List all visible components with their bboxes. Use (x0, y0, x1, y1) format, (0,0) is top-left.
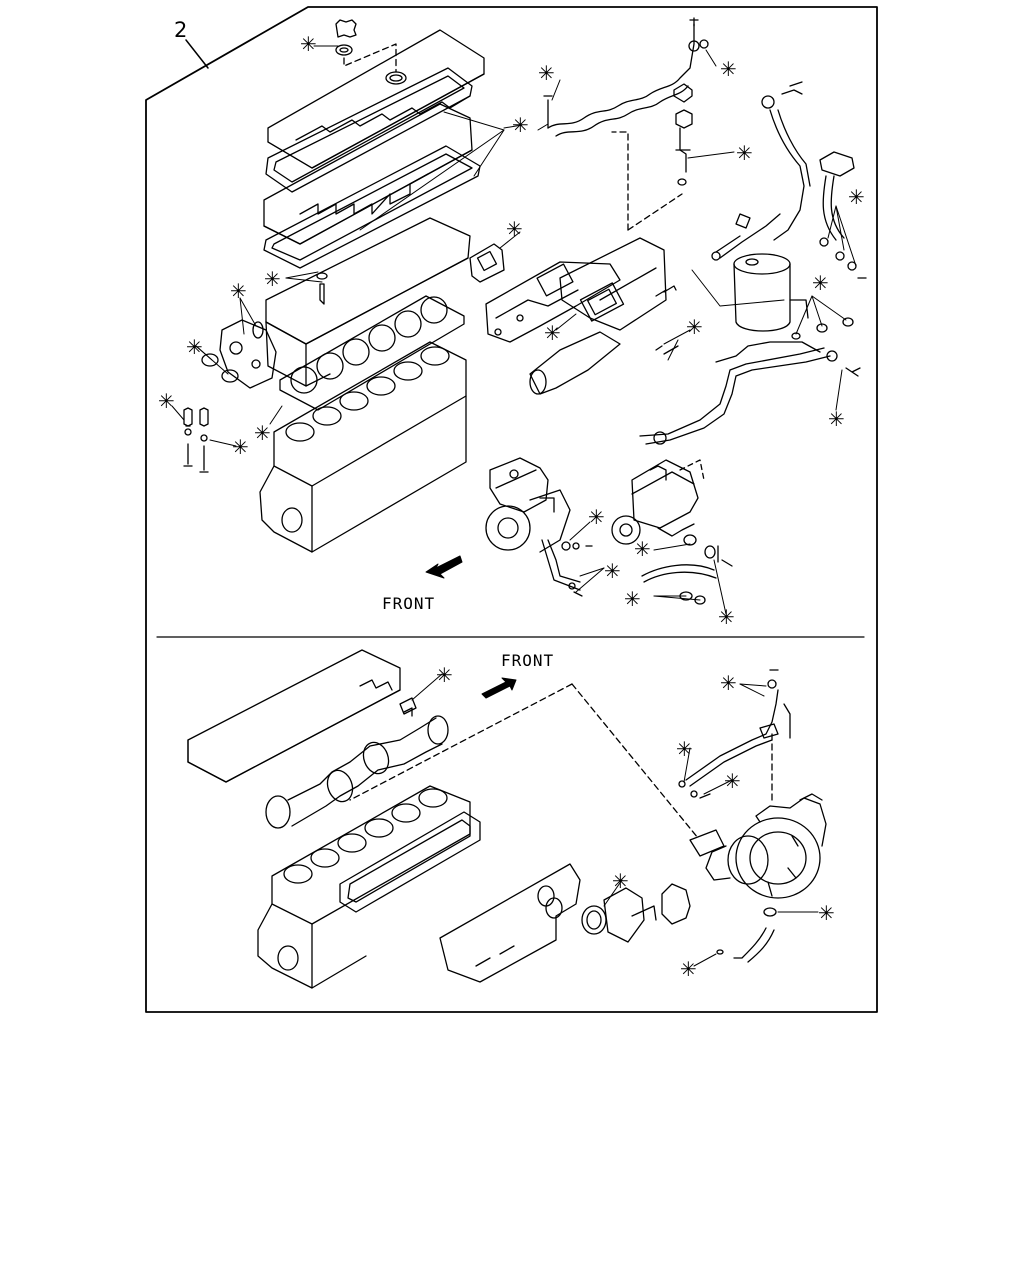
valve-and-stem-seal-left (183, 407, 193, 467)
front-label-bottom: FRONT (501, 651, 555, 670)
leader-line (571, 683, 699, 839)
oil-cooler (439, 863, 581, 983)
intake-pipe (529, 331, 621, 395)
replacement-part-marks: ✳ ✳ ✳ ✳ ✳ ✳ ✳ ✳ ✳ ✳ ✳ ✳ ✳ ✳ ✳ ✳ ✳ ✳ ✳ ✳ … (158, 32, 865, 981)
fuel-injection-pump (611, 459, 699, 545)
star-mark: ✳ (818, 901, 835, 925)
water-outlet (661, 883, 691, 925)
star-mark: ✳ (254, 421, 271, 445)
turbo-oil-feed-pipe (685, 669, 791, 787)
star-mark: ✳ (230, 279, 247, 303)
cylinder-head (265, 217, 471, 387)
valve-and-stem-seal-right (199, 407, 209, 473)
star-mark: ✳ (828, 407, 845, 431)
leader-line (691, 269, 785, 307)
star-mark: ✳ (686, 315, 703, 339)
camshaft (265, 715, 449, 829)
glow-plug-washer (316, 272, 328, 305)
star-mark: ✳ (612, 869, 629, 893)
thermostat-housing-gasket (581, 905, 607, 935)
star-mark: ✳ (604, 559, 621, 583)
o-ring (221, 369, 239, 383)
rocker-cover-gasket (265, 67, 473, 193)
star-mark: ✳ (506, 217, 523, 241)
star-mark: ✳ (624, 587, 641, 611)
star-mark: ✳ (736, 141, 753, 165)
diagram-frame (145, 6, 878, 1013)
intake-manifold (485, 261, 621, 343)
star-mark: ✳ (538, 61, 555, 85)
lower-cover-gasket (263, 145, 481, 269)
compressor-pipe (541, 539, 593, 597)
star-mark: ✳ (544, 321, 561, 345)
cylinder-head-gasket-upper (279, 295, 465, 411)
oil-filler-cap (335, 19, 357, 56)
injection-pump-fittings (641, 534, 733, 605)
egr-cooler-gasket (579, 282, 625, 322)
rocker-cover-lower-housing (263, 103, 473, 245)
star-mark: ✳ (512, 113, 529, 137)
front-arrow-bottom-icon (481, 677, 517, 699)
head-front-cover (219, 319, 277, 389)
star-mark: ✳ (588, 505, 605, 529)
star-mark: ✳ (680, 957, 697, 981)
star-mark: ✳ (186, 335, 203, 359)
star-mark: ✳ (676, 737, 693, 761)
star-mark: ✳ (436, 663, 453, 687)
callout-number: 2 (174, 18, 188, 42)
oil-cooler-gasket (339, 811, 481, 913)
star-mark: ✳ (724, 769, 741, 793)
star-mark: ✳ (232, 435, 249, 459)
leader-line (473, 129, 505, 177)
turbocharger (689, 793, 827, 899)
exhaust-manifold (559, 237, 667, 331)
turbo-gaskets-small (678, 780, 711, 799)
thermostat-housing (603, 887, 657, 943)
star-mark-leaders-bottom (411, 673, 819, 967)
star-mark: ✳ (848, 185, 865, 209)
leader-line (343, 43, 397, 73)
air-compressor (485, 457, 571, 553)
star-mark: ✳ (812, 271, 829, 295)
leader-line (679, 459, 705, 481)
intake-connector-gasket (469, 243, 505, 283)
star-mark: ✳ (264, 267, 281, 291)
cylinder-block-top (259, 341, 467, 553)
o-ring (201, 353, 219, 367)
leader-line (627, 193, 683, 231)
oil-filler-seal (385, 71, 407, 85)
fuel-leak-off-pipes (639, 341, 861, 445)
star-mark: ✳ (634, 537, 651, 561)
callout-leader (185, 39, 209, 69)
star-mark: ✳ (720, 671, 737, 695)
pcv-hose-upper (761, 81, 811, 241)
star-mark: ✳ (158, 389, 175, 413)
manifold-bolts (655, 285, 679, 355)
star-mark: ✳ (300, 32, 317, 56)
star-mark: ✳ (718, 605, 735, 629)
cylinder-head-lower-view (187, 649, 401, 783)
front-arrow-top-icon (425, 555, 463, 579)
star-mark-leaders (171, 45, 857, 615)
star-mark: ✳ (720, 57, 737, 81)
turbo-oil-return-pipe (716, 907, 777, 963)
pcv-pipe-bracket (819, 151, 867, 279)
leader-line (349, 683, 573, 801)
oil-separator-hose (711, 213, 781, 261)
o-ring (252, 321, 264, 339)
front-label-top: FRONT (382, 594, 436, 613)
injector (673, 83, 693, 186)
oil-separator (733, 253, 809, 332)
camshaft-gasket (399, 697, 417, 717)
leader-line (611, 131, 629, 231)
injection-harness (543, 17, 709, 137)
